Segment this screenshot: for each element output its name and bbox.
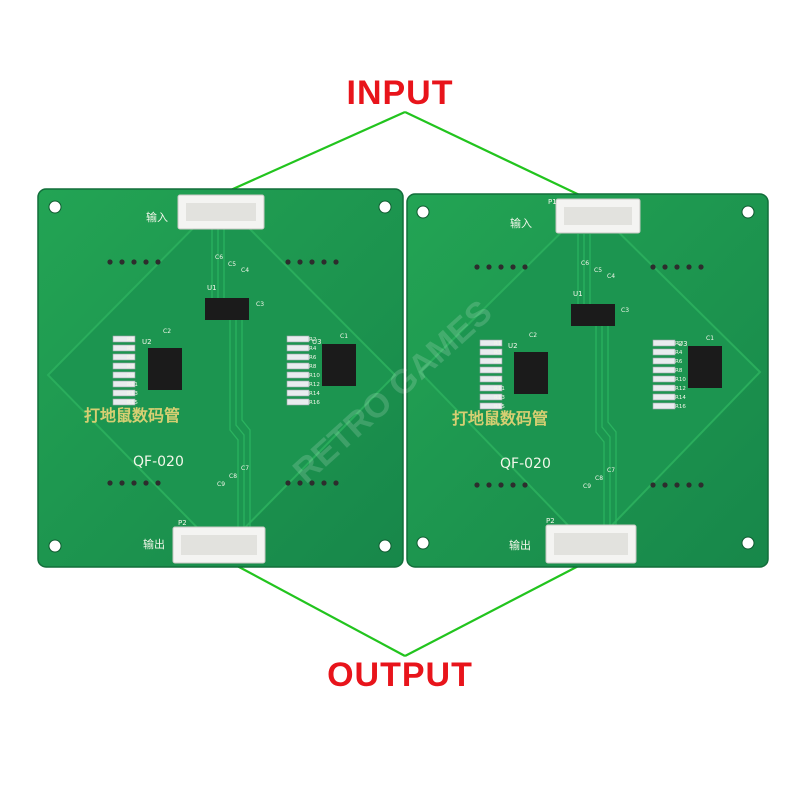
board2-r15: R15 bbox=[494, 404, 505, 410]
board2-c9: C9 bbox=[583, 483, 591, 490]
board2-c7: C7 bbox=[607, 467, 615, 474]
board2-title: 打地鼠数码管 bbox=[452, 409, 548, 428]
board1-title: 打地鼠数码管 bbox=[84, 406, 180, 425]
board1-r16: R16 bbox=[309, 400, 320, 406]
board1-c5: C5 bbox=[228, 261, 236, 268]
board2-c2: C2 bbox=[529, 332, 537, 339]
board1-c4: C4 bbox=[241, 267, 249, 274]
pcb-board-left: 输入 输出 P2 打地鼠数码管 QF-020 U1 U2 U3 C1 C2 C3… bbox=[37, 188, 404, 568]
board1-u1: U1 bbox=[207, 284, 217, 292]
board2-r14: R14 bbox=[675, 395, 686, 401]
board1-u3: U3 bbox=[312, 338, 322, 346]
board1-c2: C2 bbox=[163, 328, 171, 335]
board2-r13: R13 bbox=[494, 395, 505, 401]
board1-r13: R13 bbox=[127, 391, 138, 397]
board2-c4: C4 bbox=[607, 273, 615, 280]
board2-r1: R1 bbox=[494, 341, 501, 347]
board1-c7: C7 bbox=[241, 465, 249, 472]
board2-r4: R4 bbox=[675, 350, 683, 356]
board1-c1: C1 bbox=[340, 333, 348, 340]
board2-u2: U2 bbox=[508, 342, 518, 350]
board2-r11: R11 bbox=[494, 386, 505, 392]
board1-r15: R15 bbox=[127, 400, 138, 406]
board1-output-label: 输出 bbox=[143, 537, 165, 551]
input-callout-lines bbox=[223, 110, 591, 201]
board2-output-ref: P2 bbox=[546, 517, 555, 525]
board2-output-label: 输出 bbox=[509, 538, 531, 552]
board1-r6: R6 bbox=[309, 355, 317, 361]
board1-r4: R4 bbox=[309, 346, 317, 352]
board1-u2: U2 bbox=[142, 338, 152, 346]
board1-r2: R2 bbox=[309, 337, 316, 343]
board2-r3: R3 bbox=[494, 350, 502, 356]
pcb-board-right: 输入 输出 P1 P2 打地鼠数码管 QF-020 U1 U2 U3 C1 C2… bbox=[406, 193, 769, 568]
board2-c6: C6 bbox=[581, 260, 589, 267]
board2-model: QF-020 bbox=[500, 456, 551, 472]
board2-c8: C8 bbox=[595, 475, 603, 482]
board1-r12: R12 bbox=[309, 382, 320, 388]
board2-r12: R12 bbox=[675, 386, 686, 392]
board2-r10: R10 bbox=[675, 377, 686, 383]
board2-r2: R2 bbox=[675, 341, 682, 347]
board1-r7: R7 bbox=[127, 364, 135, 370]
board2-u3: U3 bbox=[678, 340, 688, 348]
board1-model: QF-020 bbox=[133, 454, 184, 470]
board2-r6: R6 bbox=[675, 359, 683, 365]
board1-r11: R11 bbox=[127, 382, 138, 388]
board1-c8: C8 bbox=[229, 473, 237, 480]
board1-r10: R10 bbox=[309, 373, 320, 379]
board2-c5: C5 bbox=[594, 267, 602, 274]
board2-r5: R5 bbox=[494, 359, 502, 365]
board2-u1: U1 bbox=[573, 290, 583, 298]
board1-r14: R14 bbox=[309, 391, 320, 397]
board1-r9: R9 bbox=[127, 373, 135, 379]
board1-c6: C6 bbox=[215, 254, 223, 261]
board2-r8: R8 bbox=[675, 368, 683, 374]
board2-r16: R16 bbox=[675, 404, 686, 410]
board2-c1: C1 bbox=[706, 335, 714, 342]
output-callout-lines bbox=[225, 559, 591, 657]
board2-c3: C3 bbox=[621, 307, 629, 314]
board1-r1: R1 bbox=[127, 337, 134, 343]
output-callout-label: OUTPUT bbox=[327, 656, 473, 694]
input-callout-label: INPUT bbox=[346, 74, 454, 112]
board1-c9: C9 bbox=[217, 481, 225, 488]
board1-r8: R8 bbox=[309, 364, 317, 370]
board1-c3: C3 bbox=[256, 301, 264, 308]
board1-output-ref: P2 bbox=[178, 519, 187, 527]
board1-r5: R5 bbox=[127, 355, 135, 361]
board2-r7: R7 bbox=[494, 368, 502, 374]
board2-input-label: 输入 bbox=[510, 216, 532, 230]
board1-r3: R3 bbox=[127, 346, 135, 352]
board2-r9: R9 bbox=[494, 377, 502, 383]
board1-input-label: 输入 bbox=[146, 210, 168, 224]
board2-input-ref: P1 bbox=[548, 198, 557, 206]
